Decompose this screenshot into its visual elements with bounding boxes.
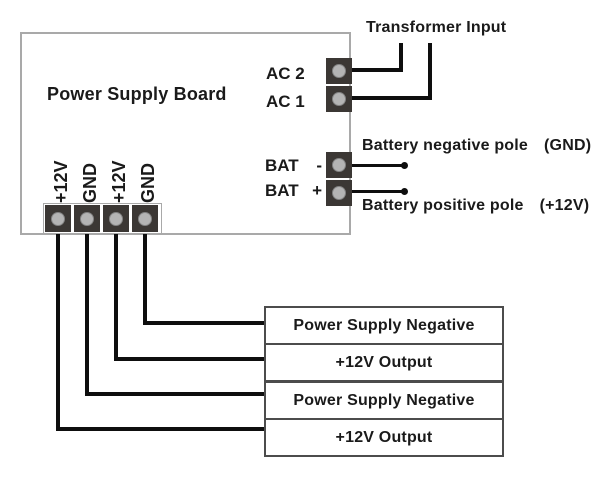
ac1-terminal-block xyxy=(326,86,352,112)
wire-ac2-vertical xyxy=(399,43,403,72)
pin-label-gnd-2-text: GND xyxy=(137,163,158,203)
bat-positive-terminal-block xyxy=(326,180,352,206)
ac2-terminal-pin-icon xyxy=(332,64,346,78)
ac1-terminal-label: AC 1 xyxy=(266,92,305,111)
pin-label-gnd-2: GND xyxy=(135,147,158,203)
bat-negative-sign: - xyxy=(316,156,322,175)
wire-gnd1-horizontal xyxy=(85,392,265,396)
wire-12v2-horizontal xyxy=(114,357,265,361)
dc-terminal-pin-icon xyxy=(51,211,65,226)
wire-ac1-horizontal xyxy=(342,95,432,100)
wire-gnd2-vertical xyxy=(143,218,147,325)
output-box-group-top: Power Supply Negative +12V Output xyxy=(264,306,504,382)
bat-negative-terminal-pin-icon xyxy=(332,158,346,172)
wire-12v1-horizontal xyxy=(56,427,265,431)
wire-bat-negative xyxy=(342,163,404,167)
ac1-terminal-pin-icon xyxy=(332,92,346,106)
output-box-12v-output-1: +12V Output xyxy=(266,343,502,380)
output-box-12v-output-2: +12V Output xyxy=(266,417,502,455)
bat-negative-terminal-label: BAT - xyxy=(265,156,322,176)
wire-12v2-vertical xyxy=(114,218,118,361)
dc-terminal-pin-icon xyxy=(109,211,123,226)
bat-negative-name: BAT xyxy=(265,156,299,175)
wire-gnd1-vertical xyxy=(85,218,89,396)
bat-negative-terminal-block xyxy=(326,152,352,178)
wire-ac1-vertical xyxy=(428,43,432,100)
board-title: Power Supply Board xyxy=(47,84,227,104)
wire-ac2-horizontal xyxy=(342,67,403,72)
dc-terminal-block-12v-2 xyxy=(103,205,129,232)
bat-positive-sign: + xyxy=(312,181,322,200)
pin-label-12v-2: +12V xyxy=(106,147,129,203)
wire-bat-positive xyxy=(342,189,404,193)
pin-label-12v-1-text: +12V xyxy=(50,160,71,203)
battery-negative-annotation-text: Battery negative pole xyxy=(362,137,529,154)
wire-bat-negative-endpoint xyxy=(401,161,408,169)
wire-gnd2-horizontal xyxy=(143,320,265,325)
dc-terminal-block-gnd-1 xyxy=(74,205,100,232)
pin-label-12v-1: +12V xyxy=(48,147,71,203)
pin-label-12v-2-text: +12V xyxy=(108,160,129,203)
dc-terminal-block-12v-1 xyxy=(45,205,71,232)
battery-negative-annotation: Battery negative pole (GND) xyxy=(362,137,591,155)
output-box-group-bottom: Power Supply Negative +12V Output xyxy=(264,380,504,457)
wire-bat-positive-endpoint xyxy=(401,187,408,195)
battery-positive-annotation: Battery positive pole (+12V) xyxy=(362,197,589,215)
bat-positive-name: BAT xyxy=(265,181,299,200)
battery-positive-annotation-text: Battery positive pole xyxy=(362,197,524,214)
battery-negative-annotation-note: (GND) xyxy=(544,137,592,154)
dc-terminal-pin-icon xyxy=(138,211,152,226)
power-supply-board-outline xyxy=(20,32,351,235)
output-box-psu-negative-1: Power Supply Negative xyxy=(293,317,475,334)
wire-12v1-vertical xyxy=(56,218,60,431)
dc-terminal-pin-icon xyxy=(80,211,94,226)
output-box-psu-negative-2: Power Supply Negative xyxy=(293,391,475,409)
battery-positive-annotation-note: (+12V) xyxy=(539,197,590,214)
pin-label-gnd-1: GND xyxy=(77,147,100,203)
bat-positive-terminal-pin-icon xyxy=(332,186,346,200)
bat-positive-terminal-label: BAT + xyxy=(265,181,322,201)
transformer-input-annotation: Transformer Input xyxy=(366,19,507,36)
ac2-terminal-block xyxy=(326,58,352,84)
ac2-terminal-label: AC 2 xyxy=(266,64,305,83)
pin-label-gnd-1-text: GND xyxy=(79,163,100,203)
dc-terminal-block-gnd-2 xyxy=(132,205,158,232)
